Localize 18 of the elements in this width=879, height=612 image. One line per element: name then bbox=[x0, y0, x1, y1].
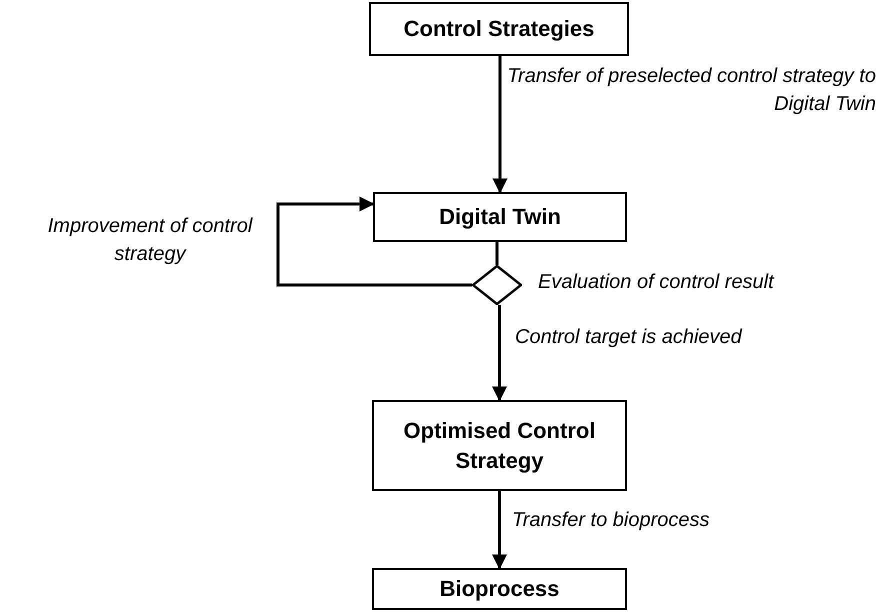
decision-diamond bbox=[472, 265, 522, 305]
edge-label: Transfer to bioprocess bbox=[512, 508, 710, 533]
process-box bbox=[372, 568, 627, 610]
arrow bbox=[492, 56, 508, 194]
box-label: Control Strategies bbox=[404, 15, 594, 44]
edge-label: Transfer of preselected control strategy to Digital Twin bbox=[506, 64, 876, 117]
box-label: Optimised Control Strategy bbox=[402, 416, 596, 475]
arrow bbox=[492, 491, 507, 570]
process-box bbox=[372, 400, 627, 491]
process-box bbox=[369, 2, 629, 56]
edge-label: Improvement of control strategy bbox=[46, 214, 254, 267]
arrow bbox=[492, 305, 507, 402]
decision-caption: Evaluation of control result bbox=[538, 270, 774, 295]
arrow bbox=[276, 196, 472, 286]
box-label: Digital Twin bbox=[439, 203, 561, 232]
box-label: Bioprocess bbox=[440, 575, 560, 604]
process-box bbox=[373, 192, 627, 242]
edge-label: Control target is achieved bbox=[515, 325, 744, 350]
